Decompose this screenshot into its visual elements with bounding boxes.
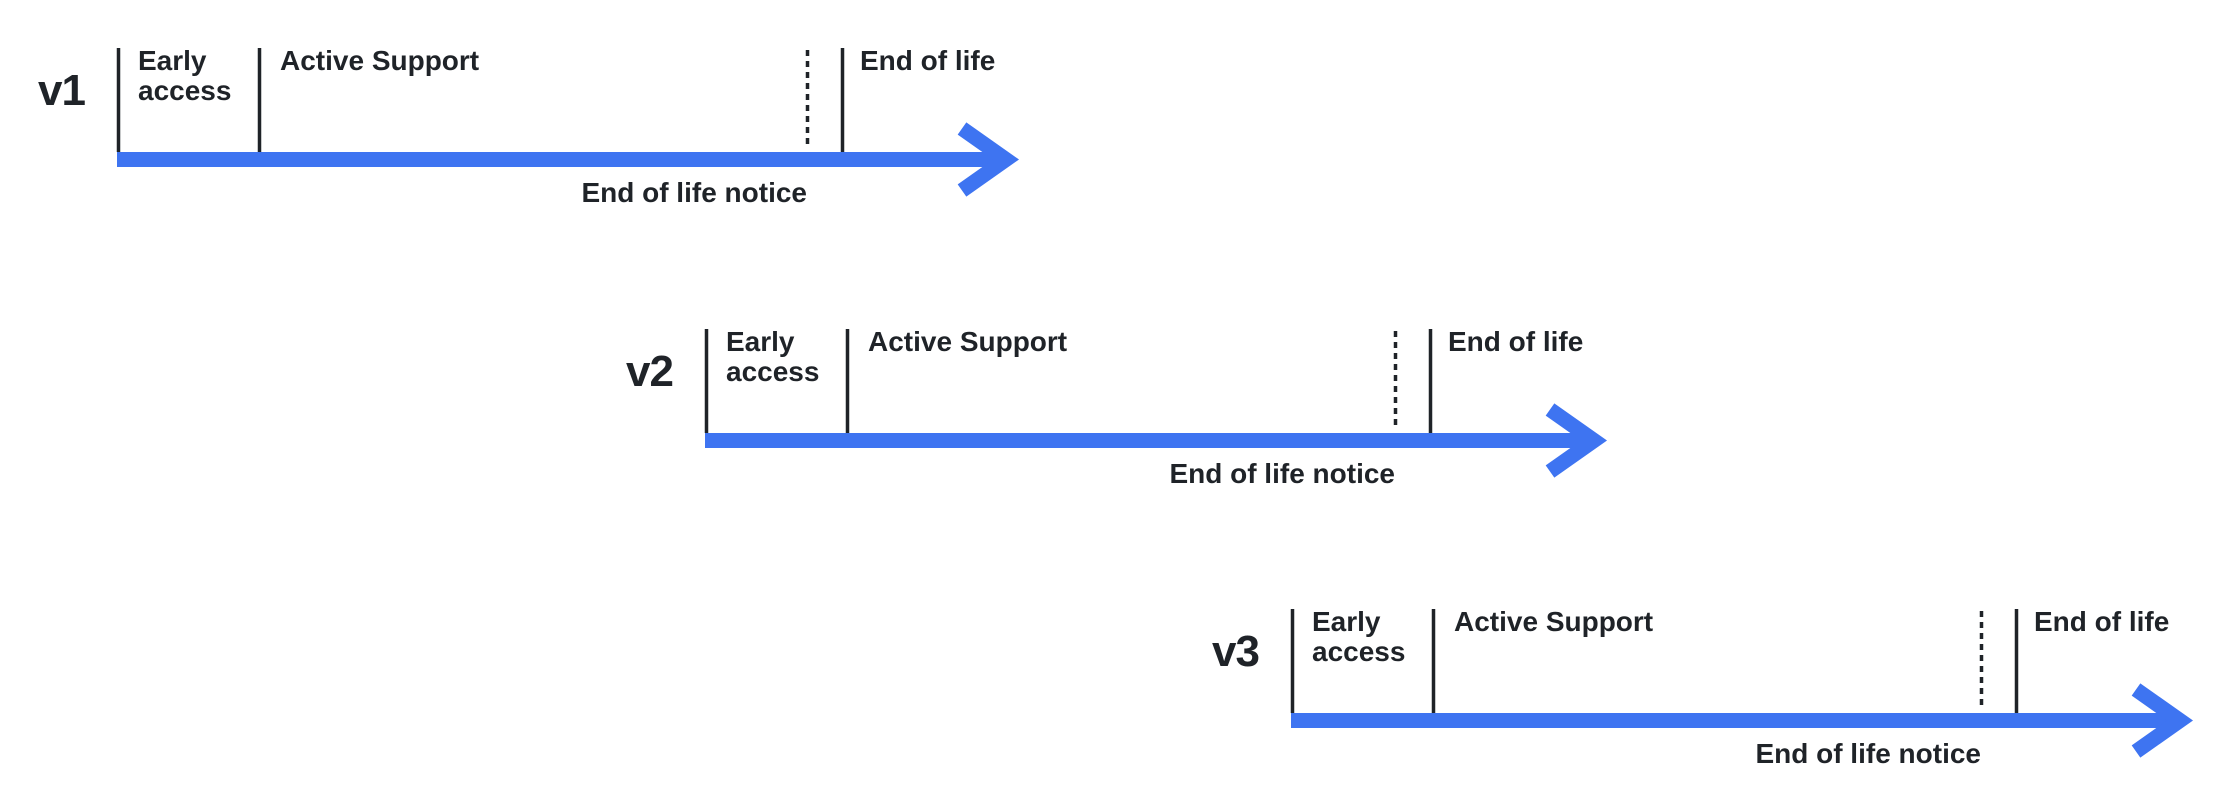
early-access-label: Early access <box>138 45 232 106</box>
timeline-arrow-shaft <box>117 152 993 167</box>
timeline-artwork-v3 <box>1290 609 2194 758</box>
arrow-right-icon <box>2131 683 2194 758</box>
end-of-life-label: End of life <box>1448 326 1584 357</box>
timeline-artwork-v2 <box>704 329 1608 478</box>
eol-notice-label: End of life notice <box>581 177 807 208</box>
active-support-label: Active Support <box>1454 606 1654 637</box>
version-label: v2 <box>626 347 674 396</box>
end-of-life-label: End of life <box>860 45 996 76</box>
version-label: v3 <box>1212 627 1260 676</box>
timeline-artwork-v1 <box>116 48 1020 197</box>
early-access-label: Early access <box>726 326 820 387</box>
active-support-label: Active Support <box>868 326 1068 357</box>
early-access-label: Early access <box>1312 606 1406 667</box>
version-label: v1 <box>38 66 86 115</box>
timeline-arrow-shaft <box>705 433 1581 448</box>
timeline-row-v2: v2 Early access Active Support End of li… <box>595 327 1615 512</box>
timeline-row-v3: v3 Early access Active Support End of li… <box>1181 607 2201 792</box>
arrow-right-icon <box>1545 403 1608 478</box>
end-of-life-label: End of life <box>2034 606 2170 637</box>
eol-notice-label: End of life notice <box>1169 458 1395 489</box>
timeline-arrow-shaft <box>1291 713 2167 728</box>
arrow-right-icon <box>957 122 1020 197</box>
eol-notice-label: End of life notice <box>1755 738 1981 769</box>
active-support-label: Active Support <box>280 45 480 76</box>
timeline-row-v1: v1 Early access Active Support End of li… <box>7 46 1027 231</box>
